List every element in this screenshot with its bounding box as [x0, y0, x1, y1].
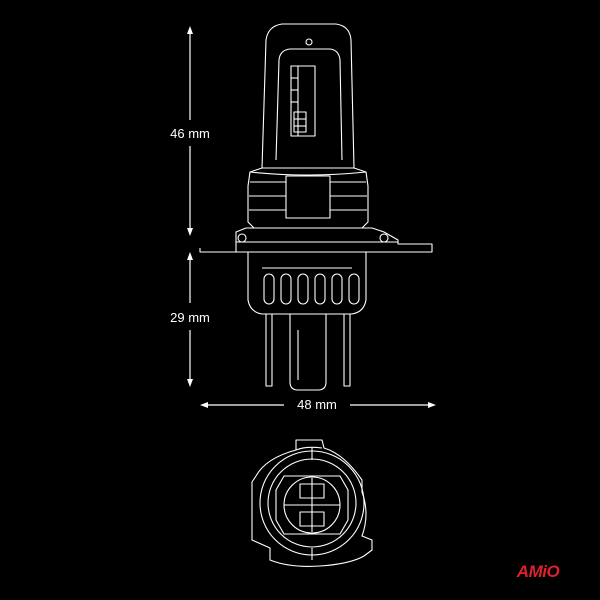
width-label: 48 mm	[297, 397, 337, 412]
vertical-dimension	[187, 26, 193, 387]
bulb-side-view	[199, 23, 433, 391]
brand-logo: AMiO	[516, 562, 560, 581]
bulb-bottom-view	[251, 439, 373, 567]
horizontal-dimension	[200, 402, 436, 408]
height-top-label: 46 mm	[170, 126, 210, 141]
height-bottom-label: 29 mm	[170, 310, 210, 325]
